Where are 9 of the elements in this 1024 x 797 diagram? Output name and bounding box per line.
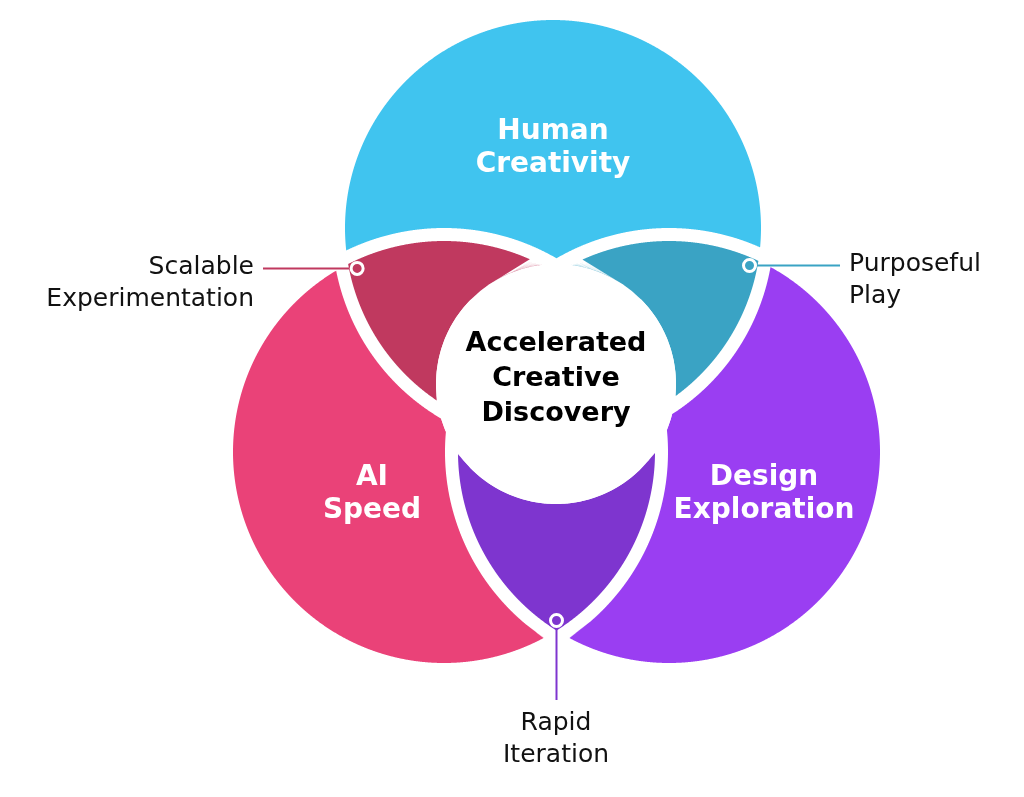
leader-line [549,613,564,701]
circle-label: Design Exploration [673,459,855,525]
leader-line [262,260,365,276]
callout-label: Scalable Experimentation [46,250,254,314]
callout-label: Purposeful Play [849,247,981,311]
callout-label: Rapid Iteration [503,706,609,770]
circle-label: Human Creativity [475,113,631,179]
circle-label: AI Speed [322,459,422,525]
leader-line [742,257,841,273]
